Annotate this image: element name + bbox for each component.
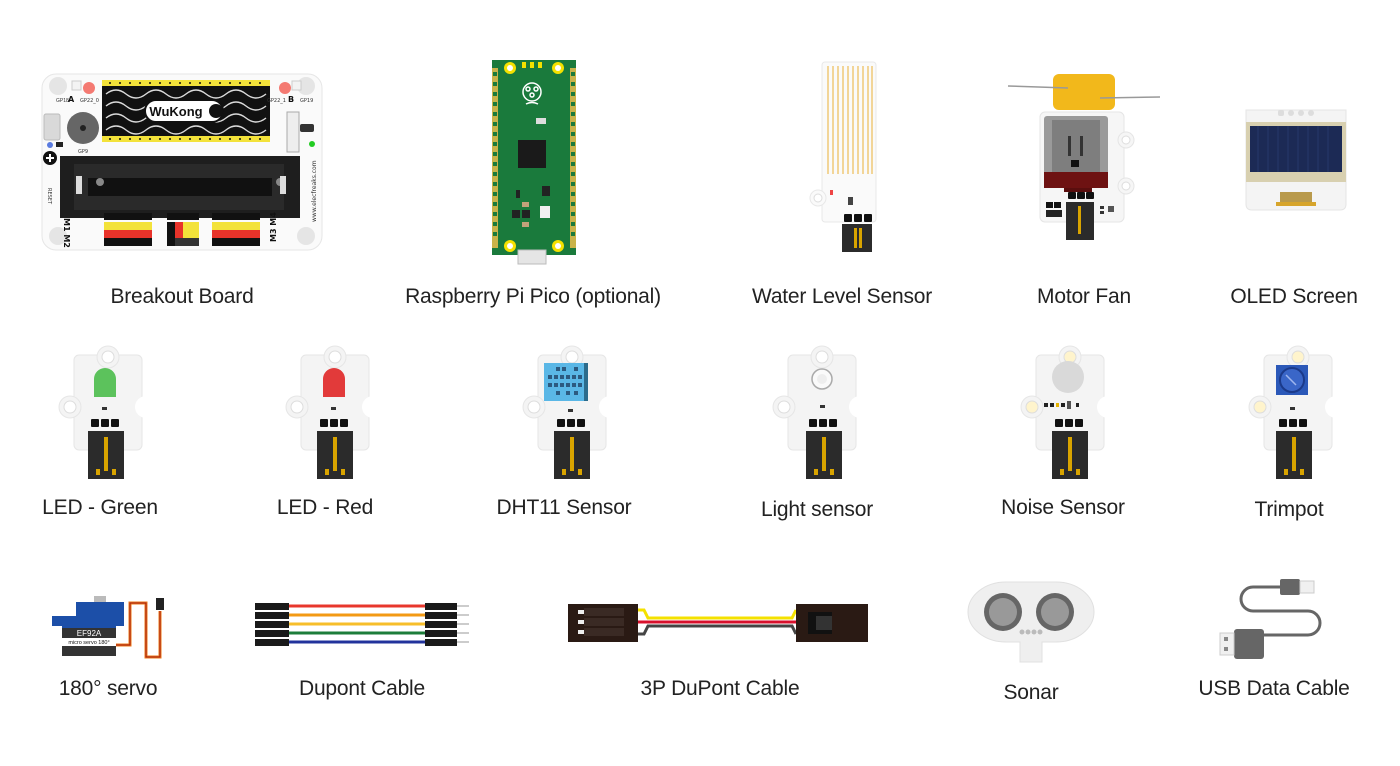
svg-text:GP18: GP18 bbox=[56, 98, 69, 104]
component-label: Raspberry Pi Pico (optional) bbox=[405, 285, 661, 308]
raspberry-pi-pico-image bbox=[492, 60, 576, 265]
noise-sensor-card bbox=[1020, 345, 1119, 480]
threep-dupont-cable-image bbox=[568, 604, 868, 642]
component-label: 180° servo bbox=[58, 677, 158, 700]
led-green-card bbox=[58, 345, 157, 480]
motor-fan-card bbox=[1007, 72, 1163, 242]
servo-image: EF92A micro servo 180° bbox=[52, 596, 164, 659]
svg-text:A: A bbox=[68, 95, 75, 104]
dupont-connector-left bbox=[255, 630, 289, 637]
water-level-sensor-card bbox=[808, 61, 878, 252]
svg-text:B: B bbox=[288, 95, 294, 104]
svg-text:www.elecfreaks.com: www.elecfreaks.com bbox=[311, 160, 318, 222]
light-sensor-image bbox=[772, 345, 871, 479]
water-level-sensor-image bbox=[809, 61, 877, 252]
dupont-cable-image bbox=[255, 603, 469, 646]
svg-text:GP22_1: GP22_1 bbox=[267, 98, 286, 104]
sonar-image bbox=[967, 581, 1095, 663]
led-red-card bbox=[285, 345, 384, 480]
threep-dupont-cable-card bbox=[568, 600, 870, 645]
component-label: Dupont Cable bbox=[298, 677, 426, 700]
svg-text:GP9: GP9 bbox=[78, 149, 88, 155]
led-green-image bbox=[58, 345, 157, 479]
dupont-cable-card bbox=[255, 600, 475, 650]
raspberry-logo-icon bbox=[522, 82, 542, 105]
component-label: LED - Green bbox=[42, 496, 158, 519]
svg-text:M1 M2: M1 M2 bbox=[62, 218, 71, 248]
component-label: 3P DuPont Cable bbox=[640, 677, 800, 700]
trimpot-card bbox=[1248, 345, 1347, 480]
dupont-connector-left bbox=[255, 603, 289, 610]
component-label: Sonar bbox=[1003, 681, 1059, 704]
dht11-sensor-card bbox=[522, 345, 621, 480]
sonar-card bbox=[966, 580, 1096, 665]
component-label: OLED Screen bbox=[1230, 285, 1358, 308]
component-label: Noise Sensor bbox=[1001, 496, 1125, 519]
servo-model-text: EF92A bbox=[77, 629, 102, 638]
breakout-logo-text: WuKong bbox=[149, 104, 202, 119]
dupont-connector-right bbox=[425, 603, 457, 610]
trimpot-image bbox=[1248, 345, 1347, 479]
led-red-image bbox=[285, 345, 384, 479]
component-label: Motor Fan bbox=[1037, 285, 1131, 308]
dupont-connector-right bbox=[425, 639, 457, 646]
oled-screen-card bbox=[1242, 106, 1350, 212]
component-label: LED - Red bbox=[276, 496, 374, 519]
oled-screen-image bbox=[1245, 109, 1347, 211]
component-label: Water Level Sensor bbox=[751, 285, 933, 308]
breakout-board-card: WuKong GP18 A GP22_0 GP22_1 B GP19 GP9 R… bbox=[40, 72, 325, 252]
threep-wire bbox=[638, 624, 798, 636]
dupont-connector-left bbox=[255, 612, 289, 619]
breakout-board-image: WuKong GP18 A GP22_0 GP22_1 B GP19 GP9 R… bbox=[41, 73, 323, 251]
servo-subtitle-text: micro servo 180° bbox=[68, 640, 109, 646]
svg-text:RESET: RESET bbox=[46, 188, 52, 205]
motor-fan-image bbox=[1007, 74, 1161, 240]
raspberry-pi-pico-card bbox=[492, 60, 576, 265]
svg-text:GP22_0: GP22_0 bbox=[80, 98, 99, 104]
dupont-connector-right bbox=[425, 621, 457, 628]
component-label: DHT11 Sensor bbox=[496, 496, 632, 519]
component-label: Breakout Board bbox=[110, 285, 254, 308]
dupont-connector-right bbox=[425, 612, 457, 619]
svg-text:M3 M4: M3 M4 bbox=[269, 212, 278, 242]
component-label: Trimpot bbox=[1254, 498, 1324, 521]
usb-data-cable-card bbox=[1218, 575, 1338, 665]
servo-card: EF92A micro servo 180° bbox=[52, 592, 172, 662]
light-sensor-card bbox=[772, 345, 871, 480]
noise-sensor-image bbox=[1020, 345, 1119, 479]
threep-wire bbox=[638, 608, 798, 620]
dht11-sensor-image bbox=[522, 345, 621, 479]
component-label: USB Data Cable bbox=[1198, 677, 1350, 700]
dupont-connector-left bbox=[255, 621, 289, 628]
dupont-connector-right bbox=[425, 630, 457, 637]
svg-text:GP19: GP19 bbox=[300, 98, 313, 104]
dupont-connector-left bbox=[255, 639, 289, 646]
component-label: Light sensor bbox=[760, 498, 874, 521]
usb-data-cable-image bbox=[1219, 579, 1322, 659]
